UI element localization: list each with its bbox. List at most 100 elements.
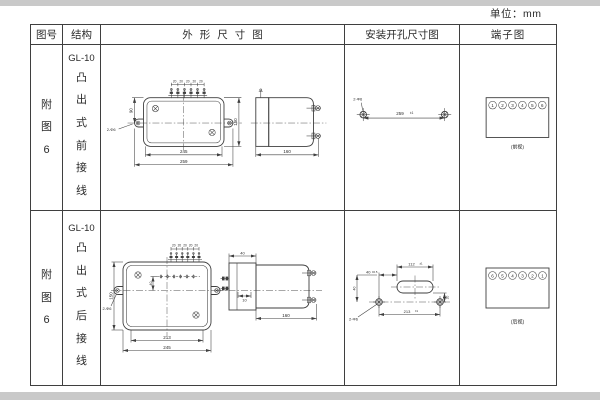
holes-label: 2-Φ6 — [353, 97, 363, 102]
terminal-studs: 20 20 20 20 20 — [167, 243, 202, 262]
dim-tol-label: ±1 — [415, 308, 419, 312]
row1-outline-cell: 20 20 20 20 20 90 150 2 — [101, 45, 345, 211]
terminal-number: 2 — [531, 273, 534, 278]
header-figure-no-label: 图号 — [36, 29, 57, 41]
row1-front-view: 20 20 20 20 20 90 150 2 — [106, 79, 242, 167]
terminal-number: 1 — [541, 273, 544, 278]
row1-side-view: 160 — [250, 88, 326, 157]
corner-screw-icon — [192, 311, 199, 318]
pitch-label: 20 — [192, 79, 196, 83]
header-install: 安装开孔尺寸图 — [345, 25, 460, 45]
panel-screw-icon — [310, 296, 316, 303]
header-terminal-label: 端子图 — [490, 29, 526, 41]
terminal-studs: 20 20 20 20 20 — [167, 79, 207, 99]
terminal-caption: (前视) — [510, 143, 524, 150]
row2-structure-text: 凸出式后接线 — [76, 242, 87, 368]
dim-label-213: 213 — [163, 334, 171, 339]
header-structure: 结构 — [63, 25, 101, 45]
holes-label: 2-Φ6 — [349, 316, 359, 321]
mount-hole-left — [356, 108, 370, 122]
dim-tol-label: ±0.5 — [372, 269, 378, 273]
dim-label-160: 160 — [282, 312, 290, 317]
header-outline: 外形尺寸图 — [101, 25, 345, 45]
dim-label-40: 40 — [240, 250, 245, 255]
header-terminal: 端子图 — [460, 25, 556, 45]
terminal-number: 3 — [511, 103, 514, 108]
holes-label: 2-Φ6 — [106, 127, 116, 132]
row2-outline-cell: 40 20 20 20 20 — [101, 211, 345, 385]
spec-table: 图号 结构 外形尺寸图 安装开孔尺寸图 端子图 附图6 GL-10 凸出式前接线 — [30, 24, 557, 386]
row2-side-view: 40 10 160 — [215, 250, 322, 320]
row2-install-cell: 112 ±1 40 ±0.5 40 20 213 ±1 2-Φ6 — [345, 211, 460, 385]
page-edge-top — [0, 0, 600, 6]
dim-tol-label: ±1 — [410, 111, 414, 115]
terminal-number: 5 — [501, 273, 504, 278]
dim-label-20: 20 — [445, 295, 449, 299]
pitch-label: 20 — [183, 243, 187, 247]
terminal-number: 6 — [541, 103, 544, 108]
dim-label-40-offset: 40 — [366, 269, 371, 274]
row2-outline-drawing: 40 20 20 20 20 — [102, 243, 322, 352]
terminal-number: 2 — [501, 103, 504, 108]
row2-model-text: GL-10 — [68, 223, 95, 235]
terminal-number: 5 — [531, 103, 534, 108]
dim-label-10: 10 — [242, 297, 247, 302]
terminal-number: 3 — [521, 273, 524, 278]
holes-label: 2-Φ6 — [102, 306, 112, 311]
terminal-caption: (后视) — [510, 318, 524, 325]
dim-label-245: 245 — [180, 149, 188, 154]
panel-screw-icon — [314, 133, 321, 139]
row1-terminal-cell: 1 2 3 4 5 6 (前视) — [460, 45, 556, 211]
pitch-label: 20 — [177, 243, 181, 247]
dim-label-150: 150 — [233, 118, 238, 126]
header-figure-no: 图号 — [31, 25, 63, 45]
corner-screw-icon — [151, 105, 159, 113]
dim-label-213: 213 — [404, 308, 411, 313]
pitch-label: 20 — [172, 243, 176, 247]
panel-screw-icon — [314, 105, 321, 111]
terminal-number: 4 — [511, 273, 514, 278]
pitch-label: 20 — [194, 243, 198, 247]
terminal-number: 4 — [521, 103, 524, 108]
row1-install-drawing: 259 ±1 2-Φ6 — [353, 97, 452, 122]
corner-screw-icon — [134, 271, 141, 278]
mount-hole-right — [438, 108, 452, 122]
row1-figure-no-text: 附图6 — [41, 98, 52, 156]
pitch-label: 20 — [188, 243, 192, 247]
row2-front-view: 40 20 20 20 20 — [102, 243, 223, 352]
pitch-label: 20 — [172, 79, 176, 83]
dim-label-112: 112 — [408, 261, 415, 266]
inner-terminal-row — [156, 274, 200, 278]
dim-label-40: 40 — [148, 281, 152, 285]
row1-outline-drawing: 20 20 20 20 20 90 150 2 — [106, 79, 326, 167]
header-install-label: 安装开孔尺寸图 — [365, 29, 439, 41]
row1-structure-text: 凸出式前接线 — [76, 71, 87, 197]
row2-install-drawing: 112 ±1 40 ±0.5 40 20 213 ±1 2-Φ6 — [349, 261, 450, 321]
dim-label-90: 90 — [128, 108, 133, 113]
dim-tol-label: ±1 — [420, 261, 424, 265]
row2-figure-no: 附图6 — [31, 211, 63, 385]
page-edge-bottom — [0, 392, 600, 400]
row2-terminal-cell: 6 5 4 3 2 1 (后视) — [460, 211, 556, 385]
row1-install-cell: 259 ±1 2-Φ6 — [345, 45, 460, 211]
pitch-label: 20 — [185, 79, 189, 83]
unit-label: 单位：mm — [490, 8, 542, 20]
panel-screw-icon — [310, 269, 316, 276]
row2-structure: GL-10 凸出式后接线 — [63, 211, 101, 385]
row1-structure: GL-10 凸出式前接线 — [63, 45, 101, 211]
terminal-number: 6 — [491, 273, 494, 278]
row2-figure-no-text: 附图6 — [41, 269, 52, 327]
rear-terminal-studs — [220, 276, 229, 290]
pitch-label: 20 — [199, 79, 203, 83]
dim-label-150: 150 — [108, 291, 113, 299]
row1-terminal-diagram: 1 2 3 4 5 6 (前视) — [485, 97, 549, 150]
corner-screw-icon — [208, 129, 216, 136]
row1-figure-no: 附图6 — [31, 45, 63, 211]
row2-terminal-diagram: 6 5 4 3 2 1 (后视) — [485, 267, 549, 325]
row1-model-text: GL-10 — [68, 52, 95, 64]
header-outline-label: 外形尺寸图 — [182, 29, 270, 41]
pitch-label: 20 — [179, 79, 183, 83]
dim-label-40-height: 40 — [352, 286, 356, 290]
dim-label-259: 259 — [396, 111, 404, 116]
